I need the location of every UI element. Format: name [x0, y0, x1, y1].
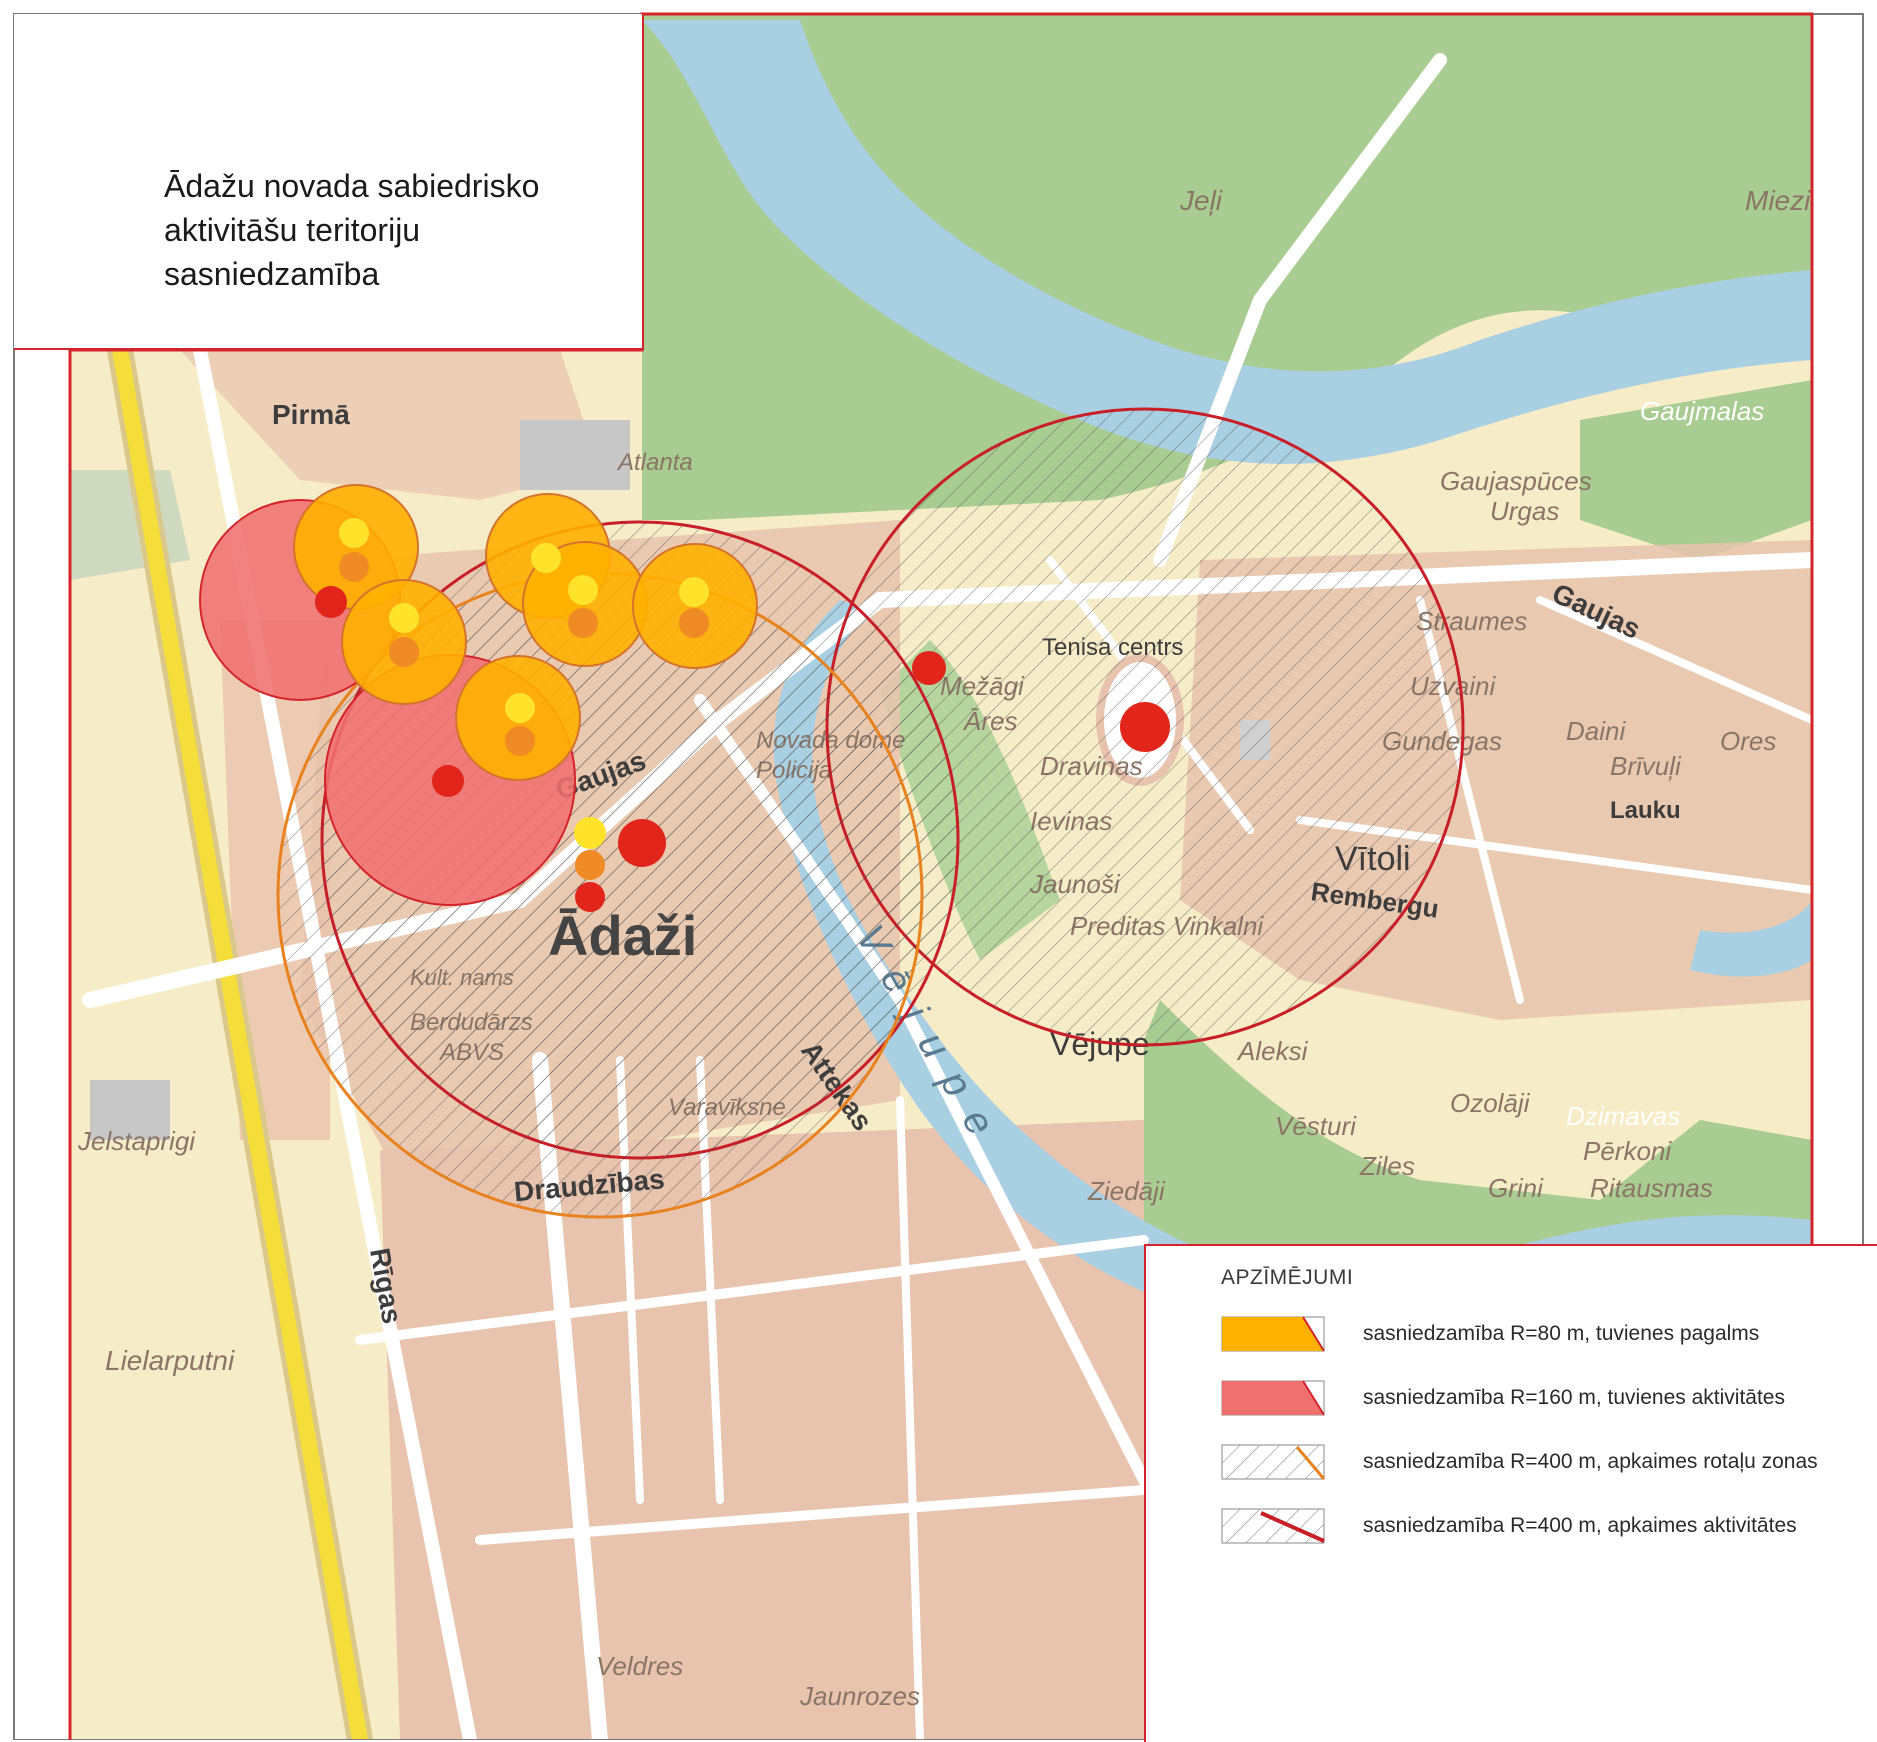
- legend-swatch-r400-act: [1221, 1508, 1325, 1544]
- title-line-3: sasniedzamība: [164, 256, 380, 292]
- place-label-gaujasp: Gaujaspūces: [1440, 466, 1592, 496]
- place-label-ores: Ores: [1720, 726, 1776, 756]
- place-label-daini: Daini: [1566, 716, 1626, 746]
- activity-point-12: [505, 726, 535, 756]
- place-label-urgas: Urgas: [1490, 496, 1559, 526]
- legend-heading: APZĪMĒJUMI: [1221, 1266, 1354, 1289]
- activity-point-11: [505, 693, 535, 723]
- activity-point-2: [339, 552, 369, 582]
- title-line-2: aktivitāšu teritoriju: [164, 212, 421, 248]
- street-label-pirma: Pirmā: [272, 399, 350, 430]
- title-line-1: Ādažu novada sabiedrisko: [164, 168, 540, 204]
- place-label-atlanta: Atlanta: [616, 449, 693, 476]
- map-title: Ādažu novada sabiedrisko aktivitāšu teri…: [164, 164, 634, 296]
- place-label-jaunrozes: Jaunrozes: [799, 1681, 920, 1711]
- legend-item-r80: sasniedzamība R=80 m, tuvienes pagalms: [1221, 1316, 1871, 1356]
- legend-label-r80: sasniedzamība R=80 m, tuvienes pagalms: [1363, 1322, 1760, 1345]
- river-vejupe: [773, 600, 1812, 1335]
- legend-label-r400-act: sasniedzamība R=400 m, apkaimes aktivitā…: [1363, 1514, 1797, 1537]
- place-label-brivuli: Brīvuļi: [1610, 751, 1682, 781]
- legend-swatch-r400-play: [1221, 1444, 1325, 1480]
- place-label-ziles: Ziles: [1359, 1151, 1415, 1181]
- activity-point-17: [618, 819, 666, 867]
- stream-east: [1690, 900, 1812, 977]
- built-south: [380, 1120, 1144, 1740]
- activity-point-6: [531, 543, 561, 573]
- legend-item-r400-play: sasniedzamība R=400 m, apkaimes rotaļu z…: [1221, 1444, 1871, 1484]
- street-label-lauku: Lauku: [1610, 797, 1681, 824]
- activity-point-16: [575, 882, 605, 912]
- activity-point-9: [679, 577, 709, 607]
- place-label-veldres: Veldres: [596, 1651, 683, 1681]
- place-label-lielarputni: Lielarputni: [105, 1345, 235, 1376]
- legend-item-r400-act: sasniedzamība R=400 m, apkaimes aktivitā…: [1221, 1508, 1871, 1548]
- legend-label-r400-play: sasniedzamība R=400 m, apkaimes rotaļu z…: [1363, 1450, 1818, 1473]
- place-label-jelstaprigi: Jelstaprigi: [77, 1126, 196, 1156]
- place-label-gaujmalas: Gaujmalas: [1640, 396, 1764, 426]
- place-label-ozolaji: Ozolāji: [1450, 1088, 1531, 1118]
- legend-swatch-r160: [1221, 1380, 1325, 1416]
- place-label-miezi: Miezi: [1745, 185, 1811, 216]
- activity-point-3: [315, 586, 347, 618]
- forest-south: [1144, 1000, 1812, 1244]
- activity-point-19: [1120, 702, 1170, 752]
- forest-east: [1580, 380, 1812, 560]
- activity-point-7: [568, 575, 598, 605]
- industrial-block: [520, 420, 630, 490]
- activity-point-18: [912, 651, 946, 685]
- place-label-vesturi: Vēsturi: [1275, 1111, 1357, 1141]
- place-label-ritausmas: Ritausmas: [1590, 1173, 1713, 1203]
- place-label-perkoni: Pērkoni: [1583, 1136, 1672, 1166]
- legend-label-r160: sasniedzamība R=160 m, tuvienes aktivitā…: [1363, 1386, 1785, 1409]
- legend-panel: APZĪMĒJUMI sasniedzamība R=80 m, tuviene…: [1144, 1244, 1877, 1742]
- activity-point-1: [339, 518, 369, 548]
- activity-point-5: [389, 637, 419, 667]
- activity-point-4: [389, 603, 419, 633]
- place-label-ziedaji: Ziedāji: [1087, 1176, 1166, 1206]
- place-label-jeli: Jeļi: [1179, 185, 1223, 216]
- activity-point-14: [574, 817, 606, 849]
- legend-swatch-r80: [1221, 1316, 1325, 1352]
- river-gauja: [642, 20, 1812, 464]
- built-north-left: [180, 350, 600, 500]
- place-label-dzimavas: Dzimavas: [1566, 1101, 1680, 1131]
- activity-point-13: [432, 765, 464, 797]
- forest-north: [642, 14, 1812, 520]
- activity-point-15: [575, 850, 605, 880]
- legend-item-r160: sasniedzamība R=160 m, tuvienes aktivitā…: [1221, 1380, 1871, 1420]
- place-label-aleksi: Aleksi: [1236, 1036, 1309, 1066]
- activity-point-10: [679, 608, 709, 638]
- industrial-block-2: [90, 1080, 170, 1140]
- title-panel: Ādažu novada sabiedrisko aktivitāšu teri…: [14, 14, 644, 350]
- activity-point-8: [568, 608, 598, 638]
- place-label-grini: Grini: [1488, 1173, 1544, 1203]
